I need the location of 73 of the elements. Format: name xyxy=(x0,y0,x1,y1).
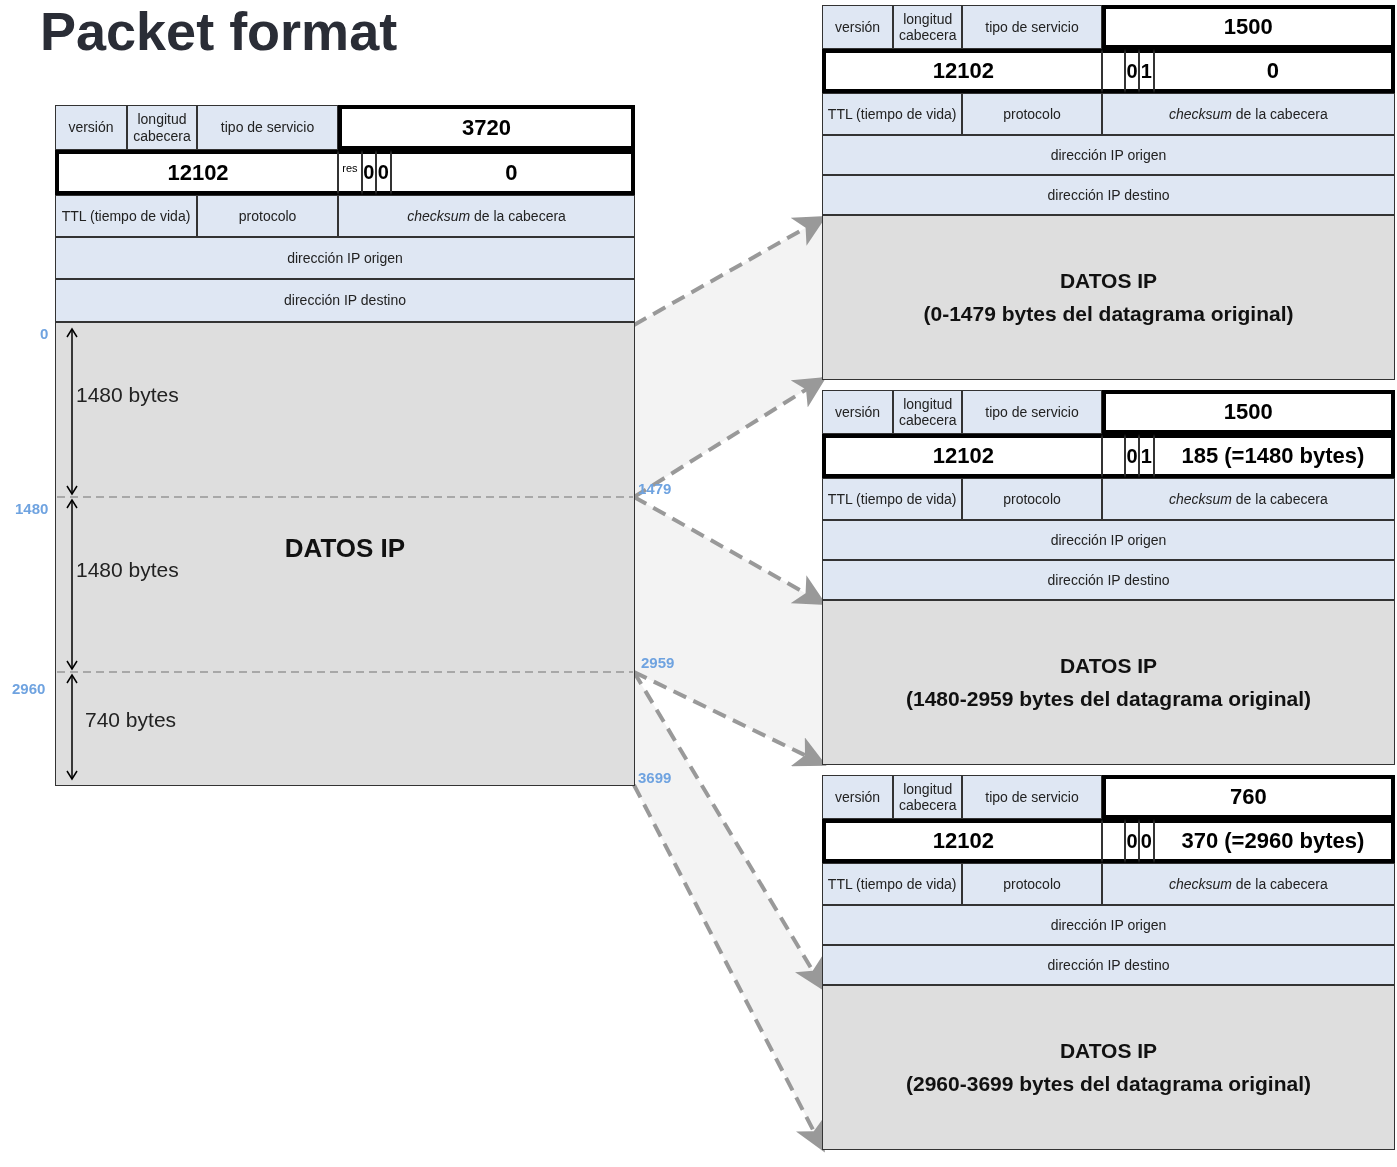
header-field: versión xyxy=(822,775,894,819)
offset-number: 0 xyxy=(40,325,49,342)
header-field: TTL (tiempo de vida) xyxy=(822,478,963,520)
header-field: tipo de servicio xyxy=(197,105,339,150)
header-field: checksum de la cabecera xyxy=(338,195,635,237)
payload-area xyxy=(822,985,1395,1150)
header-field: dirección IP origen xyxy=(822,135,1395,175)
size-label: 740 bytes xyxy=(85,708,177,732)
value-field: 12102 xyxy=(822,434,1102,478)
slide-title: Packet format xyxy=(40,0,398,62)
payload-description: (0-1479 bytes del datagrama original) xyxy=(923,301,1294,326)
size-label: 1480 bytes xyxy=(76,383,179,407)
header-field: dirección IP origen xyxy=(822,520,1395,560)
header-field: versión xyxy=(55,105,127,150)
header-field: checksum de la cabecera xyxy=(1101,93,1395,135)
value-field: 0 xyxy=(1125,434,1139,478)
offset-number: 2959 xyxy=(641,654,675,671)
empty-field xyxy=(1101,49,1126,93)
value-field: 185 (=1480 bytes) xyxy=(1153,434,1395,478)
header-field: tipo de servicio xyxy=(962,775,1102,819)
value-field: 0 xyxy=(1153,49,1395,93)
header-field: protocolo xyxy=(962,863,1102,905)
value-field: 0 xyxy=(1125,49,1139,93)
offset-number: 2960 xyxy=(12,680,46,697)
payload-area xyxy=(822,215,1395,380)
value-field: 0 xyxy=(1125,819,1139,863)
value-field: res xyxy=(338,150,362,195)
empty-field xyxy=(1101,434,1126,478)
payload-title: DATOS IP xyxy=(1059,269,1158,294)
arrow xyxy=(632,784,825,1153)
header-field: versión xyxy=(822,5,894,49)
header-field: checksum de la cabecera xyxy=(1101,863,1395,905)
value-field: 12102 xyxy=(822,819,1102,863)
payload-description: (1480-2959 bytes del datagrama original) xyxy=(906,686,1311,711)
payload-description: (2960-3699 bytes del datagrama original) xyxy=(906,1071,1311,1096)
header-field: tipo de servicio xyxy=(962,5,1102,49)
header-field: dirección IP destino xyxy=(822,560,1395,600)
header-field: protocolo xyxy=(962,478,1102,520)
header-field: versión xyxy=(822,390,894,434)
value-field: 1500 xyxy=(1101,5,1395,49)
payload-title: DATOS IP xyxy=(284,534,406,564)
header-field: dirección IP destino xyxy=(55,279,635,322)
header-field: checksum de la cabecera xyxy=(1101,478,1395,520)
header-field: TTL (tiempo de vida) xyxy=(822,863,963,905)
value-field: 1500 xyxy=(1101,390,1395,434)
header-field: dirección IP destino xyxy=(822,945,1395,985)
offset-number: 3699 xyxy=(638,769,672,786)
payload-title: DATOS IP xyxy=(1059,1039,1158,1064)
header-field: dirección IP origen xyxy=(822,905,1395,945)
header-field: protocolo xyxy=(962,93,1102,135)
payload-area xyxy=(822,600,1395,765)
header-field: longitud cabecera xyxy=(126,105,198,150)
value-field: 12102 xyxy=(822,49,1102,93)
header-field: dirección IP destino xyxy=(822,175,1395,215)
header-field: dirección IP origen xyxy=(55,237,635,279)
size-label: 1480 bytes xyxy=(76,558,179,582)
header-field: longitud cabecera xyxy=(893,5,963,49)
header-field: longitud cabecera xyxy=(893,390,963,434)
empty-field xyxy=(1101,819,1126,863)
value-field: 0 xyxy=(390,150,635,195)
header-field: protocolo xyxy=(197,195,339,237)
offset-number: 1480 xyxy=(15,500,49,517)
payload-area xyxy=(55,322,635,786)
header-field: TTL (tiempo de vida) xyxy=(822,93,963,135)
value-field: 3720 xyxy=(338,105,635,150)
offset-number: 1479 xyxy=(638,480,672,497)
payload-title: DATOS IP xyxy=(1059,654,1158,679)
header-field: TTL (tiempo de vida) xyxy=(55,195,198,237)
value-field: 370 (=2960 bytes) xyxy=(1153,819,1395,863)
value-field: 12102 xyxy=(55,150,339,195)
value-field: 760 xyxy=(1101,775,1395,819)
header-field: tipo de servicio xyxy=(962,390,1102,434)
header-field: longitud cabecera xyxy=(893,775,963,819)
